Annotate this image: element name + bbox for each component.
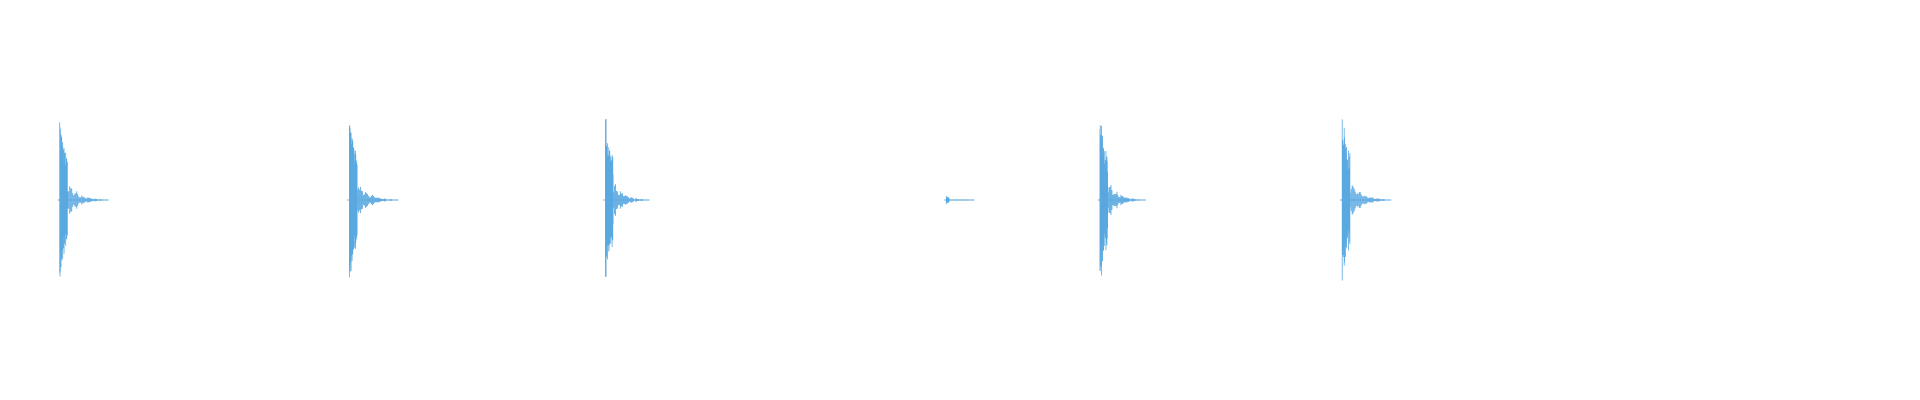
waveform-burst (1097, 125, 1146, 276)
waveform-burst (1340, 119, 1392, 281)
waveform-events (57, 118, 1392, 281)
waveform-burst (57, 122, 109, 277)
waveform-burst (944, 196, 975, 205)
waveform-burst (603, 118, 650, 277)
waveform-burst (347, 125, 399, 278)
